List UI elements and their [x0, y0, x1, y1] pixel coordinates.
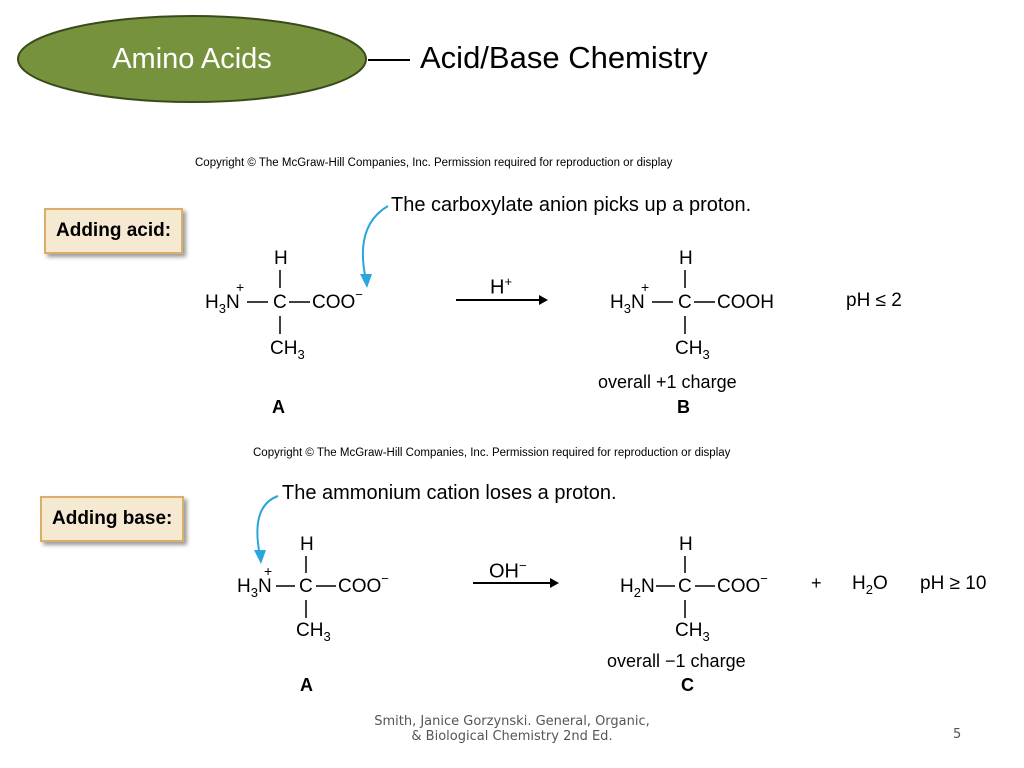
ph-condition-base: pH ≥ 10	[920, 573, 987, 594]
amine-group: H3N	[205, 292, 240, 316]
water-byproduct: H2O	[852, 573, 888, 597]
adding-acid-label: Adding acid:	[44, 208, 184, 254]
atom-center: C	[678, 576, 692, 597]
title-connector-line	[368, 59, 410, 61]
copyright-notice-base: Copyright © The McGraw-Hill Companies, I…	[253, 447, 731, 459]
charge-caption-b: overall +1 charge	[598, 372, 737, 392]
copyright-notice-acid: Copyright © The McGraw-Hill Companies, I…	[195, 157, 673, 169]
atom-top: H	[274, 248, 288, 269]
label-a-base: A	[300, 675, 313, 695]
label-b: B	[677, 397, 690, 417]
page-title: Acid/Base Chemistry	[420, 40, 708, 75]
methyl-group: CH3	[675, 338, 710, 362]
atom-center: C	[299, 576, 313, 597]
structure-reactant-base: H H3N + C COO− CH3	[237, 534, 389, 644]
page-number: 5	[953, 727, 962, 742]
amine-group: H3N	[237, 576, 272, 600]
structure-product-c: H H2N C COO− CH3	[620, 534, 768, 644]
atom-center: C	[273, 292, 287, 313]
section-oval	[17, 15, 367, 103]
adding-base-label: Adding base:	[40, 496, 185, 542]
base-note: The ammonium cation loses a proton.	[282, 482, 617, 504]
methyl-group: CH3	[296, 620, 331, 644]
reaction-arrow-base	[473, 578, 559, 588]
atom-top: H	[300, 534, 314, 555]
curved-arrow-acid	[360, 205, 389, 288]
carboxylate-group: COO−	[312, 287, 363, 313]
charge-caption-c: overall −1 charge	[607, 651, 746, 671]
charge-plus: +	[236, 279, 244, 295]
acid-note: The carboxylate anion picks up a proton.	[391, 194, 752, 216]
reagent-base: OH−	[489, 558, 527, 583]
citation-line-2: & Biological Chemistry 2nd Ed.	[411, 729, 613, 744]
atom-center: C	[678, 292, 692, 313]
reagent-acid: H+	[490, 274, 513, 299]
carboxylate-group: COO−	[717, 571, 768, 597]
plus-sign: +	[811, 573, 822, 593]
charge-plus: +	[641, 279, 649, 295]
atom-top: H	[679, 248, 693, 269]
carboxylate-group: COO−	[338, 571, 389, 597]
citation-line-1: Smith, Janice Gorzynski. General, Organi…	[374, 714, 650, 729]
citation: Smith, Janice Gorzynski. General, Organi…	[352, 714, 672, 744]
ph-condition-acid: pH ≤ 2	[846, 290, 902, 311]
charge-plus: +	[264, 563, 272, 579]
methyl-group: CH3	[270, 338, 305, 362]
label-a-acid: A	[272, 397, 285, 417]
amine-group: H2N	[620, 576, 655, 600]
carboxyl-group: COOH	[717, 292, 774, 313]
curved-arrow-base	[254, 495, 279, 564]
atom-top: H	[679, 534, 693, 555]
label-c: C	[681, 675, 694, 695]
structure-product-b: H H3N + C COOH CH3	[610, 248, 774, 362]
structure-reactant-acid: H H3N + C COO− CH3	[205, 248, 363, 362]
methyl-group: CH3	[675, 620, 710, 644]
reaction-arrow-acid	[456, 295, 548, 305]
amine-group: H3N	[610, 292, 645, 316]
section-title: Amino Acids	[112, 43, 272, 75]
